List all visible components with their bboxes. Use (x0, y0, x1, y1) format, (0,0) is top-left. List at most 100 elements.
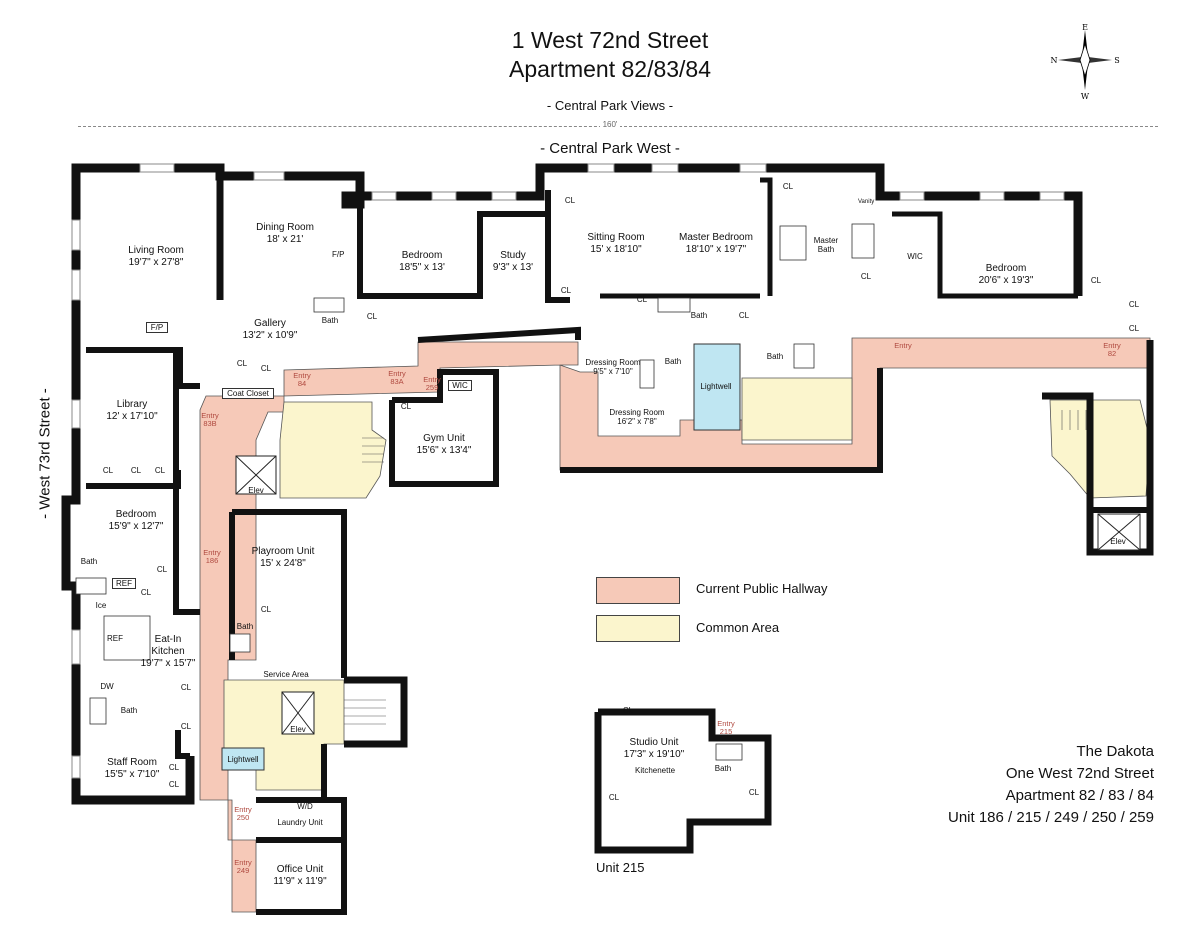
info-line-1: The Dakota (1076, 743, 1154, 760)
room-dressing-2-size: 16'2" x 7'8" (617, 417, 657, 426)
room-bedroom-3-size: 15'9" x 12'7" (108, 521, 164, 532)
entry-186-word: Entry (203, 548, 221, 557)
room-dressing-2-name: Dressing Room (609, 408, 665, 417)
room-dining-name: Dining Room (256, 222, 314, 233)
closet-label: CL (156, 565, 168, 574)
stairs (344, 410, 1087, 725)
room-master-bath-line1: Master (813, 236, 839, 245)
compass-n: N (1051, 56, 1058, 65)
elev-label: Elev (1110, 537, 1126, 546)
fireplace-label: F/P (332, 250, 345, 259)
wic-label: WIC (448, 380, 472, 391)
room-gym-size: 15'6" x 13'4" (416, 445, 472, 456)
closet-label: CL (168, 763, 180, 772)
closet-label: CL (564, 196, 576, 205)
public-hallway (199, 337, 1151, 913)
entry-250-number: 250 (236, 813, 250, 822)
room-study-name: Study (500, 250, 526, 261)
room-service-area: Service Area (263, 670, 309, 679)
entry-83a-number: 83A (390, 377, 404, 386)
room-bedroom-1-size: 18'5" x 13' (399, 262, 445, 273)
compass-e: E (1082, 23, 1088, 32)
room-master-bath-line2: Bath (817, 245, 835, 254)
lightwell-label: Lightwell (227, 755, 259, 764)
unit-215-label: Unit 215 (596, 860, 645, 875)
info-line-4: Unit 186 / 215 / 249 / 250 / 259 (948, 809, 1154, 826)
closet-label: CL (782, 182, 794, 191)
room-bedroom-3-name: Bedroom (115, 509, 157, 520)
entry-82-number: 82 (1107, 349, 1117, 358)
room-coat-closet: Coat Closet (222, 388, 274, 399)
room-kitchen-size: 19'7" x 15'7" (140, 658, 196, 669)
room-kitchen-line1: Eat-In (154, 634, 182, 645)
closet-label: CL (1128, 324, 1140, 333)
room-library-size: 12' x 17'10" (106, 411, 158, 422)
entry-250-word: Entry (234, 805, 252, 814)
room-office-name: Office Unit (276, 864, 324, 875)
closet-label: CL (154, 466, 166, 475)
info-line-3: Apartment 82 / 83 / 84 (1005, 787, 1154, 804)
closet-label: CL (1128, 300, 1140, 309)
room-sitting-size: 15' x 18'10" (590, 244, 642, 255)
entry-215-word: Entry (717, 719, 735, 728)
closet-label: CL (260, 605, 272, 614)
plan-title-line2: Apartment 82/83/84 (508, 56, 712, 82)
closet-label: CL (400, 402, 412, 411)
street-central-park-west: - Central Park West - (540, 140, 680, 157)
bath-label: Bath (690, 311, 708, 320)
room-staff-name: Staff Room (107, 757, 157, 768)
room-living-size: 19'7" x 27'8" (128, 257, 184, 268)
closet-label: CL (260, 364, 272, 373)
building-info: The Dakota One West 72nd Street Apartmen… (880, 741, 1154, 829)
room-playroom-size: 15' x 24'8" (260, 558, 306, 569)
compass-s: S (1114, 56, 1119, 65)
closet-label: CL (366, 312, 378, 321)
closet-label: CL (236, 359, 248, 368)
dw-label: DW (100, 682, 114, 691)
room-dressing-1-name: Dressing Room (585, 358, 641, 367)
room-playroom-name: Playroom Unit (251, 546, 315, 557)
room-sitting-name: Sitting Room (587, 232, 645, 243)
entry-main: Entry (894, 341, 912, 350)
elevators (235, 455, 1141, 735)
entry-83b-number: 83B (203, 419, 217, 428)
fireplace-label: F/P (146, 322, 168, 333)
bath-label: Bath (766, 352, 784, 361)
ref-label: REF (112, 578, 136, 589)
room-dining-size: 18' x 21' (266, 234, 304, 245)
room-living-name: Living Room (128, 245, 184, 256)
room-kitchen-line2: Kitchen (151, 646, 185, 657)
room-bedroom-2-size: 20'6" x 19'3" (978, 275, 1034, 286)
closet-label: CL (608, 793, 620, 802)
closet-label: CL (102, 466, 114, 475)
closet-label: CL (622, 706, 634, 715)
closet-label: CL (748, 788, 760, 797)
lightwells (221, 343, 741, 771)
legend-hallway-label: Current Public Hallway (696, 581, 828, 596)
bath-label: Bath (236, 622, 254, 631)
closet-label: CL (636, 295, 648, 304)
room-studio-size: 17'3" x 19'10" (623, 749, 685, 760)
closet-label: CL (180, 683, 192, 692)
room-master-bedroom-name: Master Bedroom (679, 232, 753, 243)
plan-subtitle: - Central Park Views - (546, 98, 674, 113)
elev-label: Elev (290, 725, 306, 734)
entry-186-number: 186 (205, 556, 219, 565)
